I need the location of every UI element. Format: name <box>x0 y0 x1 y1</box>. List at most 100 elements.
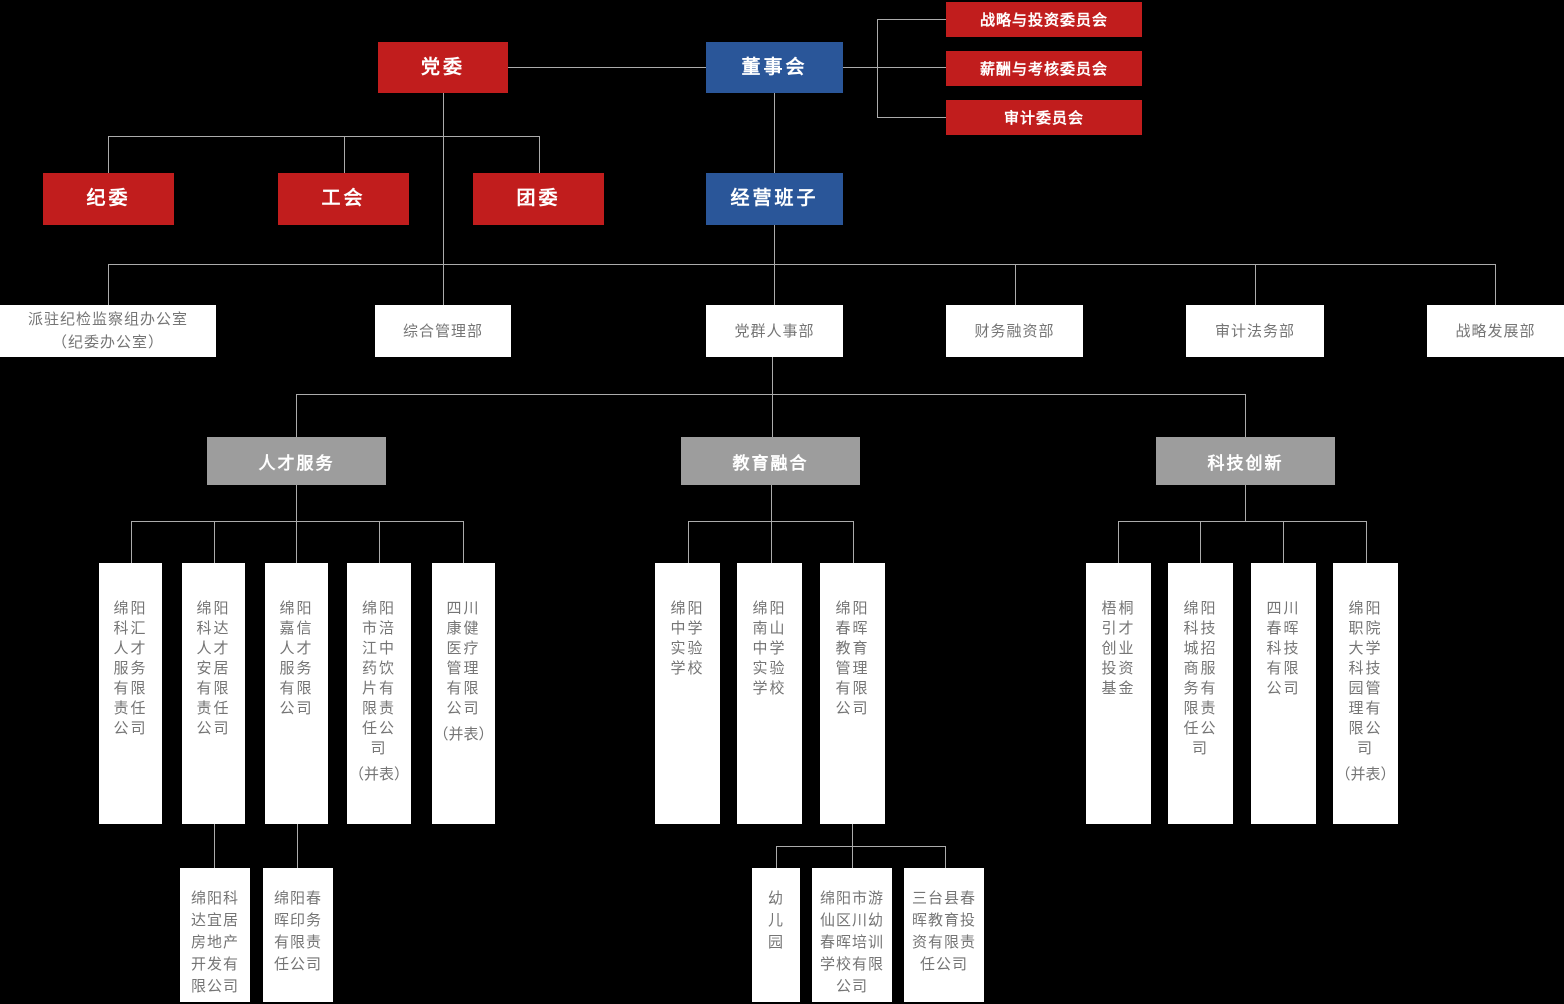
connector-line <box>1283 521 1284 563</box>
sub-santai-chunhui-investment: 三台县春 晖教育投 资有限责 任公司 <box>904 868 984 1002</box>
connector-line <box>877 117 946 118</box>
co-wutong-talent-fund-label: 梧桐 引才 创业 投资 基金 <box>1101 600 1136 697</box>
connector-line <box>539 136 540 174</box>
board-of-directors: 董事会 <box>706 42 843 93</box>
cat-education-integration-label: 教育融合 <box>732 453 809 473</box>
dept-strategy-development-label: 战略发展部 <box>1455 322 1536 340</box>
dept-finance: 财务融资部 <box>946 305 1083 357</box>
management-team-label: 经营班子 <box>730 188 819 209</box>
connector-line <box>131 521 463 522</box>
youth-league: 团委 <box>473 173 604 225</box>
connector-line <box>774 93 775 174</box>
connector-line <box>296 521 297 563</box>
audit-committee: 审计委员会 <box>946 100 1142 135</box>
dept-strategy-development: 战略发展部 <box>1427 305 1564 357</box>
connector-line <box>463 521 464 563</box>
co-sichuan-chunhui-tech-label: 四川 春晖 科技 有限 公司 <box>1266 600 1301 697</box>
sub-kindergarten-label: 幼 儿 园 <box>767 890 784 951</box>
connector-line <box>1495 264 1496 305</box>
cat-tech-innovation: 科技创新 <box>1156 437 1335 485</box>
co-kangjian-medical-consolidated-tag: （并表） <box>433 726 494 743</box>
co-vocational-college-tech-park-consolidated-tag: （并表） <box>1335 766 1396 783</box>
connector-line <box>1255 264 1256 305</box>
co-fujiang-herbal-label: 绵阳 市涪 江中 药饮 片有 限责 任公 司 <box>361 600 396 757</box>
cat-tech-innovation-label: 科技创新 <box>1207 453 1284 473</box>
connector-line <box>776 846 945 847</box>
connector-line <box>508 67 706 68</box>
co-mianyang-experimental-school: 绵阳 中学 实验 学校 <box>655 563 720 824</box>
connector-line <box>296 394 1246 395</box>
sub-santai-chunhui-investment-label: 三台县春 晖教育投 资有限责 任公司 <box>911 890 976 973</box>
connector-line <box>877 19 946 20</box>
sub-chunhui-printing: 绵阳春 晖印务 有限责 任公司 <box>263 868 333 1002</box>
co-jiaxin-talent: 绵阳 嘉信 人才 服务 有限 公司 <box>265 563 328 824</box>
dept-discipline-inspection-office: 派驻纪检监察组办公室 （纪委办公室） <box>0 305 216 357</box>
connector-line <box>108 136 539 137</box>
dept-party-hr: 党群人事部 <box>706 305 843 357</box>
co-jiaxin-talent-label: 绵阳 嘉信 人才 服务 有限 公司 <box>279 600 314 717</box>
connector-line <box>852 846 853 868</box>
connector-line <box>1245 485 1246 521</box>
connector-line <box>1245 394 1246 437</box>
strategy-investment-committee: 战略与投资委员会 <box>946 2 1142 37</box>
compensation-assessment-committee-label: 薪酬与考核委员会 <box>979 61 1108 78</box>
connector-line <box>853 521 854 563</box>
sub-chunhui-printing-label: 绵阳春 晖印务 有限责 任公司 <box>273 890 322 973</box>
connector-line <box>1200 521 1201 563</box>
connector-line <box>443 93 444 305</box>
sub-chuanyou-chunhui-training: 绵阳市游 仙区川幼 春晖培训 学校有限 公司 <box>812 868 892 1002</box>
connector-line <box>772 357 773 437</box>
cat-talent-services-label: 人才服务 <box>258 453 335 473</box>
co-wutong-talent-fund: 梧桐 引才 创业 投资 基金 <box>1086 563 1151 824</box>
board-of-directors-label: 董事会 <box>741 56 808 78</box>
co-techcity-investment-services: 绵阳 科技 城招 商服 务有 限责 任公 司 <box>1168 563 1233 824</box>
connector-line <box>776 846 777 868</box>
connector-line <box>296 485 297 521</box>
party-committee-label: 党委 <box>420 56 465 78</box>
connector-line <box>877 19 878 118</box>
co-sichuan-chunhui-tech: 四川 春晖 科技 有限 公司 <box>1251 563 1316 824</box>
connector-line <box>296 394 297 437</box>
connector-line <box>688 521 853 522</box>
connector-line <box>344 136 345 174</box>
connector-line <box>771 485 772 521</box>
co-kangjian-medical-label: 四川 康健 医疗 管理 有限 公司 <box>446 600 481 717</box>
connector-line <box>108 136 109 174</box>
dept-finance-label: 财务融资部 <box>974 322 1055 340</box>
dept-party-hr-label: 党群人事部 <box>734 322 815 340</box>
co-mianyang-experimental-school-label: 绵阳 中学 实验 学校 <box>670 600 705 677</box>
co-techcity-investment-services-label: 绵阳 科技 城招 商服 务有 限责 任公 司 <box>1183 600 1218 757</box>
co-nanshan-experimental-school: 绵阳 南山 中学 实验 学校 <box>737 563 802 824</box>
connector-line <box>688 521 689 563</box>
co-vocational-college-tech-park: 绵阳 职院 大学 科技 园管 理有 限公 司 （并表） <box>1333 563 1398 824</box>
management-team: 经营班子 <box>706 173 843 225</box>
connector-line <box>774 225 775 305</box>
discipline-committee: 纪委 <box>43 173 174 225</box>
connector-line <box>131 521 132 563</box>
dept-general-management: 综合管理部 <box>375 305 511 357</box>
co-keda-anju-label: 绵阳 科达 人才 安居 有限 责任 公司 <box>196 600 231 737</box>
discipline-committee-label: 纪委 <box>86 188 131 209</box>
dept-general-management-label: 综合管理部 <box>402 322 483 340</box>
co-fujiang-herbal-consolidated-tag: （并表） <box>348 766 409 783</box>
cat-education-integration: 教育融合 <box>681 437 860 485</box>
labor-union: 工会 <box>278 173 409 225</box>
youth-league-label: 团委 <box>516 188 561 209</box>
connector-line <box>843 67 946 68</box>
co-kehui-talent: 绵阳 科汇 人才 服务 有限 责任 公司 <box>99 563 162 824</box>
co-chunhui-education: 绵阳 春晖 教育 管理 有限 公司 <box>820 563 885 824</box>
dept-audit-legal-label: 审计法务部 <box>1214 322 1295 340</box>
connector-line <box>1366 521 1367 563</box>
co-kehui-talent-label: 绵阳 科汇 人才 服务 有限 责任 公司 <box>113 600 148 737</box>
labor-union-label: 工会 <box>321 188 366 209</box>
party-committee: 党委 <box>378 42 508 93</box>
sub-keda-yiju-realestate-label: 绵阳科 达宜居 房地产 开发有 限公司 <box>190 890 239 995</box>
connector-line <box>771 521 772 563</box>
co-kangjian-medical: 四川 康健 医疗 管理 有限 公司 （并表） <box>432 563 495 824</box>
connector-line <box>108 264 109 305</box>
sub-chuanyou-chunhui-training-label: 绵阳市游 仙区川幼 春晖培训 学校有限 公司 <box>819 890 884 995</box>
connector-line <box>852 824 853 847</box>
co-vocational-college-tech-park-label: 绵阳 职院 大学 科技 园管 理有 限公 司 <box>1348 600 1383 757</box>
connector-line <box>945 846 946 868</box>
